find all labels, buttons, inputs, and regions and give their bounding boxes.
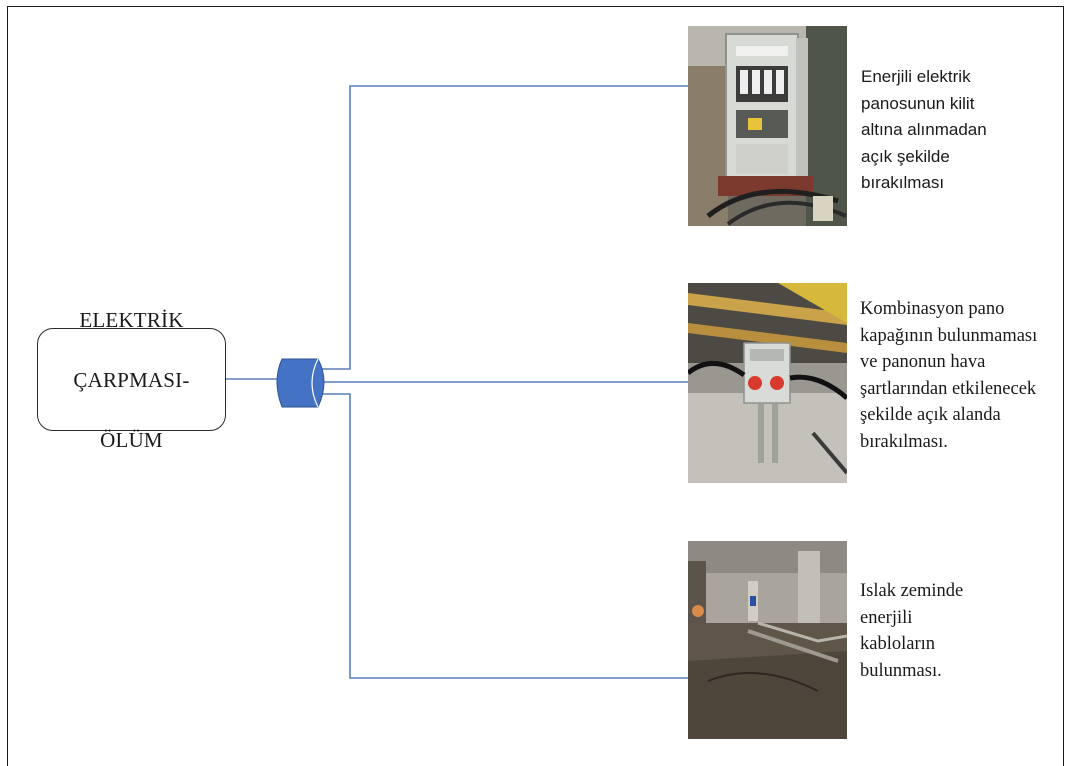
caption-line: bulunması.	[860, 660, 942, 681]
caption-line: açık şekilde	[861, 146, 950, 166]
branch-caption-2: Kombinasyon pano kapağının bulunmaması v…	[860, 296, 1060, 455]
caption-line: enerjili	[860, 607, 913, 628]
branch-caption-3: Islak zeminde enerjili kabloların bulunm…	[860, 578, 1050, 684]
caption-line: panosunun kilit	[861, 93, 975, 113]
diagram-frame	[7, 6, 1064, 766]
open-electrical-panel-photo	[688, 26, 847, 226]
caption-line: şartlarından etkilenecek	[860, 378, 1037, 399]
caption-line: bırakılması.	[860, 431, 948, 452]
branch-line-3	[320, 393, 688, 679]
caption-line: ve panonun hava	[860, 352, 986, 372]
wet-floor-cables-photo	[688, 541, 847, 739]
caption-line: bırakılması	[861, 173, 945, 192]
caption-line: Enerjili elektrik	[861, 67, 971, 86]
root-hazard-box: ELEKTRİK ÇARPMASI- ÖLÜM	[37, 308, 226, 452]
connector-shape	[276, 358, 325, 408]
caption-line: Kombinasyon pano	[860, 299, 1005, 319]
caption-line: kapağının bulunmaması	[860, 325, 1038, 346]
root-label-line: ELEKTRİK	[79, 307, 184, 332]
branch-caption-1: Enerjili elektrik panosunun kilit altına…	[861, 64, 1051, 197]
combination-panel-photo	[688, 283, 847, 483]
root-label-line: ÖLÜM	[100, 427, 163, 452]
caption-line: altına alınmadan	[861, 120, 987, 139]
branch-line-1	[320, 85, 688, 370]
root-label-line: ÇARPMASI-	[73, 367, 190, 392]
caption-line: Islak zeminde	[860, 581, 964, 601]
caption-line: kabloların	[860, 634, 936, 654]
root-hazard-label: ELEKTRİK ÇARPMASI- ÖLÜM	[73, 275, 189, 485]
caption-line: şekilde açık alanda	[860, 405, 1001, 425]
